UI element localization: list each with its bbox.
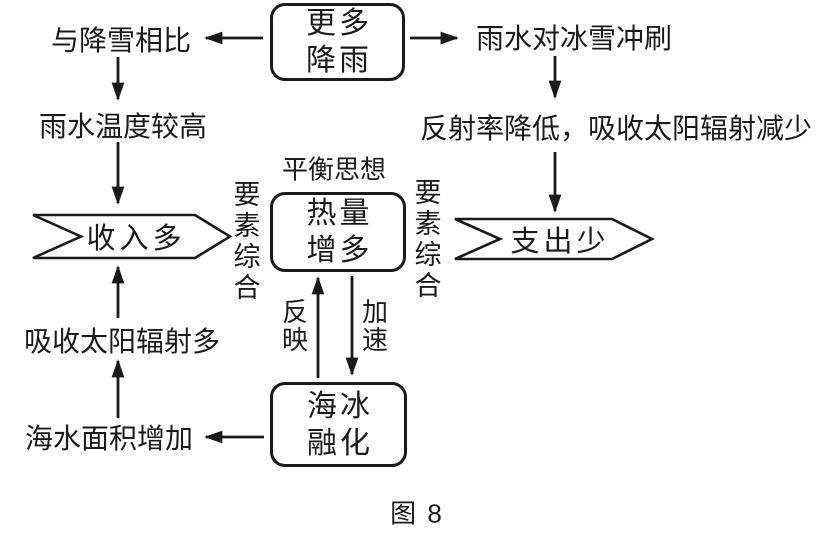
node-more-rain-line2: 降雨 (306, 44, 372, 77)
label-rain-scour-ice: 雨水对冰雪冲刷 (475, 23, 673, 54)
income-banner-label: 收入多 (86, 223, 186, 255)
label-factor-synthesis-left: 要素综合 (229, 180, 260, 304)
label-rain-temp-higher: 雨水温度较高 (38, 111, 208, 142)
node-heat-increase-line1: 热量 (306, 197, 373, 230)
label-albedo-decrease: 反射率降低，吸收太阳辐射减少 (419, 113, 813, 144)
label-absorb-solar-more: 吸收太阳辐射多 (23, 326, 221, 357)
node-more-rain: 更多 降雨 (270, 3, 405, 81)
label-balance-concept: 平衡思想 (281, 154, 387, 185)
income-banner-shape (32, 213, 233, 260)
expense-banner-label: 支出少 (510, 226, 610, 258)
figure-caption: 图 8 (390, 498, 444, 529)
node-sea-ice-melt-line2: 融化 (307, 426, 373, 460)
node-heat-increase: 热量 增多 (270, 192, 406, 272)
expense-banner-shape (454, 217, 655, 261)
label-reflect: 反映 (278, 298, 309, 354)
label-sea-area-increase: 海水面积增加 (24, 423, 194, 454)
label-accelerate: 加速 (358, 298, 389, 354)
node-sea-ice-melt-line1: 海冰 (307, 389, 373, 423)
node-sea-ice-melt: 海冰 融化 (270, 382, 407, 467)
label-factor-synthesis-right: 要素综合 (410, 178, 441, 302)
node-heat-increase-line2: 增多 (306, 234, 373, 267)
label-compare-snowfall: 与降雪相比 (50, 25, 192, 56)
node-more-rain-line1: 更多 (306, 7, 372, 40)
